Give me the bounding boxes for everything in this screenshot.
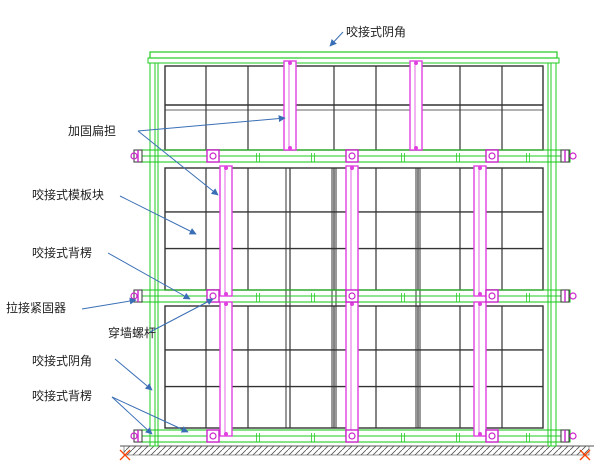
flat-bar-brace [219, 301, 233, 437]
rib-tick: || [310, 293, 316, 303]
arrow-tie-fastener [81, 297, 137, 310]
wall-bolt-hole [209, 432, 217, 440]
rib-tick: || [400, 153, 406, 163]
rib-tick: || [455, 153, 461, 163]
label-back-rib-2: 咬接式背楞 [32, 388, 92, 403]
tie-nut [569, 152, 577, 160]
arrow-back-rib-1 [107, 252, 191, 300]
brace-pin [478, 292, 482, 296]
wall-bolt-head [206, 289, 220, 303]
rib-tick: || [525, 153, 531, 163]
rib-tick: || [255, 293, 261, 303]
rib-tick: || [310, 433, 316, 443]
label-top-corner: 咬接式阴角 [346, 24, 406, 39]
outer-frame [149, 62, 557, 447]
tie-nut [130, 152, 138, 160]
brace-pin [224, 302, 228, 306]
reinforcing-braces [206, 60, 499, 443]
wall-bolt-hole [348, 432, 356, 440]
brace-pin [224, 432, 228, 436]
rib-tick: || [525, 433, 531, 443]
arrow-flat-bar-a [137, 115, 286, 132]
rib-tick: || [455, 433, 461, 443]
brace-pin [224, 292, 228, 296]
wall-bolt-head [345, 429, 359, 443]
flat-bar-brace [345, 301, 359, 437]
label-formwork-block: 咬接式模板块 [32, 187, 104, 202]
tie-nut [130, 432, 138, 440]
wall-bolt-hole [348, 292, 356, 300]
flat-bar-brace [409, 60, 423, 151]
wall-bolt-head [206, 429, 220, 443]
arrow-top-corner [329, 31, 344, 47]
brace-pin [414, 146, 418, 150]
wall-bolt-head [206, 149, 220, 163]
rib-tick: || [400, 293, 406, 303]
flat-bar-brace [219, 165, 233, 297]
wall-bolt-hole [348, 152, 356, 160]
brace-pin [350, 166, 354, 170]
brace-pin [414, 61, 418, 65]
rib-tick: || [400, 433, 406, 443]
arrow-inner-corner [114, 358, 153, 391]
wall-bolt-hole [209, 152, 217, 160]
arrow-back-rib-2a [111, 396, 153, 435]
wall-bolt-hole [488, 152, 496, 160]
rib-tick: || [255, 433, 261, 443]
label-tie-fastener: 拉接紧固器 [6, 300, 66, 315]
brace-pin [350, 302, 354, 306]
flat-bar-brace [345, 165, 359, 297]
wall-bolt-hole [488, 292, 496, 300]
rib-tick: || [455, 293, 461, 303]
wall-bolt-head [485, 149, 499, 163]
anchor-marks [119, 449, 591, 461]
wall-bolt-head [345, 149, 359, 163]
tie-nut [569, 432, 577, 440]
brace-pin [478, 302, 482, 306]
top-panel-band [164, 65, 544, 151]
brace-pin [288, 146, 292, 150]
arrow-flat-bar-b [137, 130, 219, 196]
label-inner-corner: 咬接式阴角 [32, 353, 92, 368]
ground-base [120, 445, 594, 456]
rib-tick: || [525, 293, 531, 303]
rib-tick: || [310, 153, 316, 163]
label-back-rib-1: 咬接式背楞 [32, 245, 92, 260]
top-corner-cap [147, 51, 560, 64]
rib-tick: || [255, 153, 261, 163]
leader-arrows [81, 31, 344, 435]
flat-bar-brace [473, 301, 487, 437]
brace-pin [224, 166, 228, 170]
wall-bolt-head [345, 289, 359, 303]
tie-fasteners [130, 149, 577, 443]
label-wall-bolt: 穿墙螺杆 [108, 325, 156, 340]
arrow-wall-bolt [149, 298, 214, 333]
brace-pin [288, 61, 292, 65]
flat-bar-brace [473, 165, 487, 297]
flat-bar-brace [283, 60, 297, 151]
tie-nut [569, 292, 577, 300]
label-reinforcing-flat-bar: 加固扁担 [68, 124, 116, 138]
wall-bolt-head [485, 289, 499, 303]
brace-pin [478, 432, 482, 436]
wall-bolt-head [485, 429, 499, 443]
arrow-back-rib-2b [111, 396, 189, 433]
wall-bolt-hole [488, 432, 496, 440]
brace-pin [478, 166, 482, 170]
arrow-formwork-block [119, 195, 197, 235]
